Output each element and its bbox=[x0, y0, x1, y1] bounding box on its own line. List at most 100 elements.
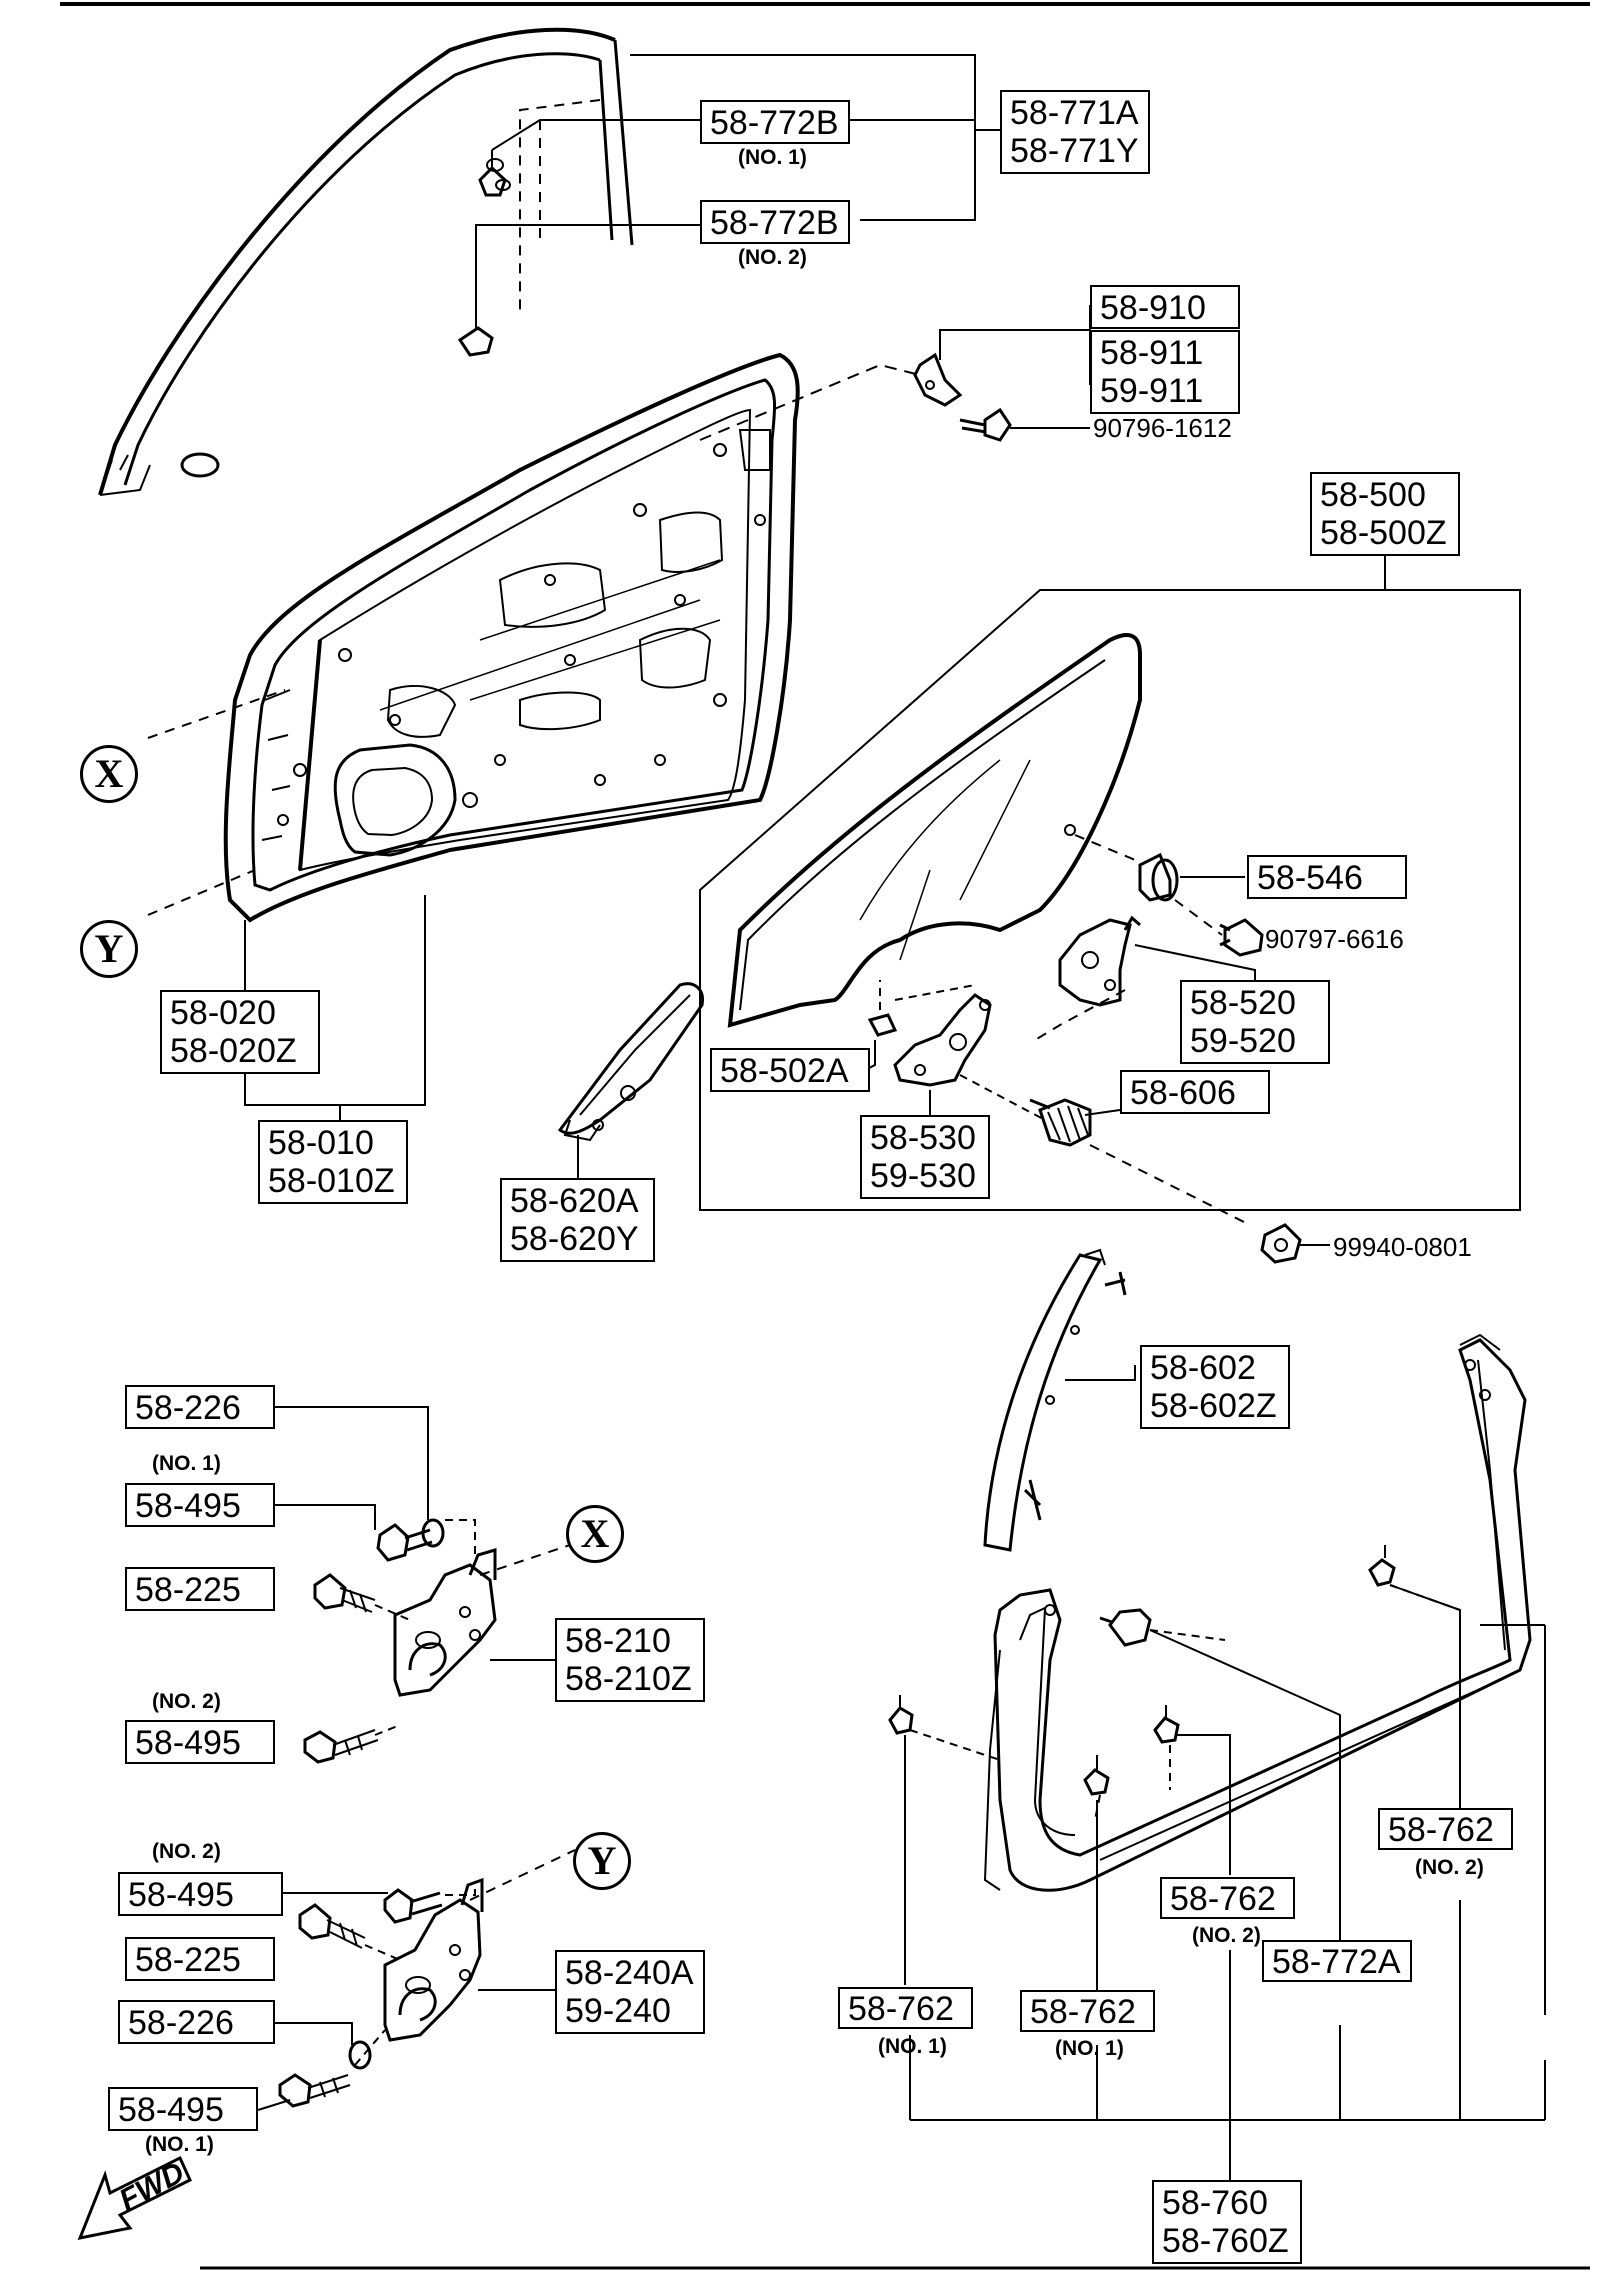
label-58-520-line2: 59-520 bbox=[1190, 1022, 1296, 1060]
label-58-546: 58-546 bbox=[1247, 855, 1407, 899]
label-58-760: 58-760 58-760Z bbox=[1152, 2180, 1302, 2264]
label-58-911-line2: 59-911 bbox=[1100, 372, 1204, 410]
label-58-772b-no1-text: 58-772B bbox=[710, 104, 839, 142]
corner-trim-58-620a bbox=[557, 982, 705, 1142]
label-58-225-lower-text: 58-225 bbox=[135, 1941, 241, 1979]
ref-x-hinge: X bbox=[566, 1505, 624, 1563]
label-58-762-mid: 58-762 bbox=[1160, 1877, 1295, 1919]
label-58-762-left-text: 58-762 bbox=[848, 1990, 954, 2028]
clip-58-772a bbox=[1099, 1608, 1152, 1647]
label-58-225-lower: 58-225 bbox=[125, 1937, 275, 1981]
label-58-602-line1: 58-602 bbox=[1150, 1349, 1256, 1387]
ref-y-hinge: Y bbox=[573, 1832, 631, 1890]
label-58-240a-line2: 59-240 bbox=[565, 1992, 671, 2030]
ref-y-door: Y bbox=[80, 920, 138, 978]
label-58-760-line1: 58-760 bbox=[1162, 2184, 1268, 2222]
bolt-58-495-no2-upper bbox=[303, 1729, 379, 1764]
label-58-620a-line2: 58-620Y bbox=[510, 1220, 639, 1258]
lower-hinge-58-240a bbox=[383, 1877, 484, 2042]
label-58-495-upper-no2-text: 58-495 bbox=[135, 1724, 241, 1762]
label-58-602-line2: 58-602Z bbox=[1150, 1387, 1277, 1425]
glass-guide-58-520 bbox=[1058, 915, 1141, 1007]
nut-99940-0801 bbox=[1260, 1223, 1302, 1264]
label-58-772b-no1: 58-772B bbox=[700, 100, 850, 144]
label-58-772b-no2-sub: (NO. 2) bbox=[738, 246, 807, 269]
label-58-772b-no1-sub: (NO. 1) bbox=[738, 146, 807, 169]
label-58-772b-no2: 58-772B bbox=[700, 200, 850, 244]
run-channel-58-602 bbox=[983, 1248, 1127, 1552]
label-58-210: 58-210 58-210Z bbox=[555, 1618, 705, 1702]
label-58-226-lower: 58-226 bbox=[118, 2000, 275, 2044]
label-58-910: 58-910 bbox=[1090, 285, 1240, 329]
label-58-020: 58-020 58-020Z bbox=[160, 990, 320, 1074]
label-58-010-line2: 58-010Z bbox=[268, 1162, 395, 1200]
label-58-602: 58-602 58-602Z bbox=[1140, 1345, 1290, 1429]
clip-58-772b-no1 bbox=[478, 150, 507, 197]
label-58-771-line2: 58-771Y bbox=[1010, 132, 1139, 170]
label-58-225-upper-text: 58-225 bbox=[135, 1571, 241, 1609]
bolt-90797-6616 bbox=[1219, 918, 1264, 957]
label-58-762-center: 58-762 bbox=[1020, 1990, 1155, 2032]
label-58-226-lower-text: 58-226 bbox=[128, 2004, 234, 2042]
clip-58-772b-no2 bbox=[457, 318, 494, 357]
label-58-240a: 58-240A 59-240 bbox=[555, 1950, 705, 2034]
label-58-762-right: 58-762 bbox=[1378, 1808, 1513, 1850]
upper-hinge-58-210 bbox=[393, 1547, 497, 1697]
door-panel bbox=[223, 352, 800, 923]
label-58-762-mid-text: 58-762 bbox=[1170, 1880, 1276, 1918]
label-58-495-upper-no1: 58-495 bbox=[125, 1483, 275, 1527]
clip-58-762-left bbox=[888, 1695, 914, 1735]
label-58-010: 58-010 58-010Z bbox=[258, 1120, 408, 1204]
label-58-546-text: 58-546 bbox=[1257, 859, 1363, 897]
label-58-772b-no2-text: 58-772B bbox=[710, 204, 839, 242]
label-58-620a: 58-620A 58-620Y bbox=[500, 1178, 655, 1262]
label-58-495-lower-no1: 58-495 bbox=[108, 2087, 258, 2131]
bolt-90796-1612 bbox=[959, 407, 1012, 442]
label-58-530-line1: 58-530 bbox=[870, 1119, 976, 1157]
label-58-772a: 58-772A bbox=[1262, 1940, 1412, 1982]
label-58-762-center-sub: (NO. 1) bbox=[1055, 2037, 1124, 2060]
label-58-771: 58-771A 58-771Y bbox=[1000, 90, 1150, 174]
label-58-495-upper-no1-text: 58-495 bbox=[135, 1487, 241, 1525]
label-58-762-center-text: 58-762 bbox=[1030, 1993, 1136, 2031]
bolt-58-225-upper bbox=[313, 1573, 376, 1613]
clip-58-762-mid bbox=[1153, 1705, 1180, 1744]
label-58-500-line2: 58-500Z bbox=[1320, 514, 1447, 552]
label-58-606: 58-606 bbox=[1120, 1070, 1270, 1114]
label-58-225-upper: 58-225 bbox=[125, 1567, 275, 1611]
label-58-210-line2: 58-210Z bbox=[565, 1660, 692, 1698]
label-58-911: 58-911 59-911 bbox=[1090, 330, 1240, 414]
label-58-020-line1: 58-020 bbox=[170, 994, 276, 1032]
label-58-762-left: 58-762 bbox=[838, 1987, 973, 2029]
label-58-502a: 58-502A bbox=[710, 1048, 870, 1092]
label-58-530: 58-530 59-530 bbox=[860, 1115, 990, 1199]
bolt-58-606 bbox=[1029, 1098, 1092, 1147]
label-58-771-line1: 58-771A bbox=[1010, 94, 1139, 132]
label-58-606-text: 58-606 bbox=[1130, 1074, 1236, 1112]
label-90796-1612: 90796-1612 bbox=[1093, 413, 1232, 443]
label-90797-6616: 90797-6616 bbox=[1265, 924, 1404, 954]
clip-58-762-center bbox=[1083, 1755, 1110, 1796]
label-58-500-line1: 58-500 bbox=[1320, 476, 1426, 514]
label-58-620a-line1: 58-620A bbox=[510, 1182, 639, 1220]
ref-x-door: X bbox=[80, 745, 138, 803]
label-58-762-right-text: 58-762 bbox=[1388, 1811, 1494, 1849]
door-glass bbox=[727, 633, 1142, 1028]
bracket-58-910 bbox=[913, 352, 963, 407]
label-58-495-lower-no1-sub: (NO. 1) bbox=[145, 2133, 214, 2156]
label-58-210-line1: 58-210 bbox=[565, 1622, 671, 1660]
label-58-495-lower-no2: 58-495 bbox=[118, 1872, 283, 1916]
label-58-226-upper-text: 58-226 bbox=[135, 1389, 241, 1427]
label-58-911-line1: 58-911 bbox=[1100, 334, 1204, 372]
bolt-58-225-lower bbox=[298, 1903, 366, 1949]
label-58-772a-text: 58-772A bbox=[1272, 1943, 1401, 1981]
glass-spacer-58-502a bbox=[867, 1013, 898, 1037]
label-58-502a-text: 58-502A bbox=[720, 1052, 849, 1090]
label-58-010-line1: 58-010 bbox=[268, 1124, 374, 1162]
glass-channel-58-530 bbox=[893, 993, 992, 1087]
washer-58-226-upper bbox=[421, 1518, 445, 1548]
label-58-910-text: 58-910 bbox=[1100, 289, 1206, 327]
label-58-762-mid-sub: (NO. 2) bbox=[1192, 1924, 1261, 1947]
label-58-520-line1: 58-520 bbox=[1190, 984, 1296, 1022]
